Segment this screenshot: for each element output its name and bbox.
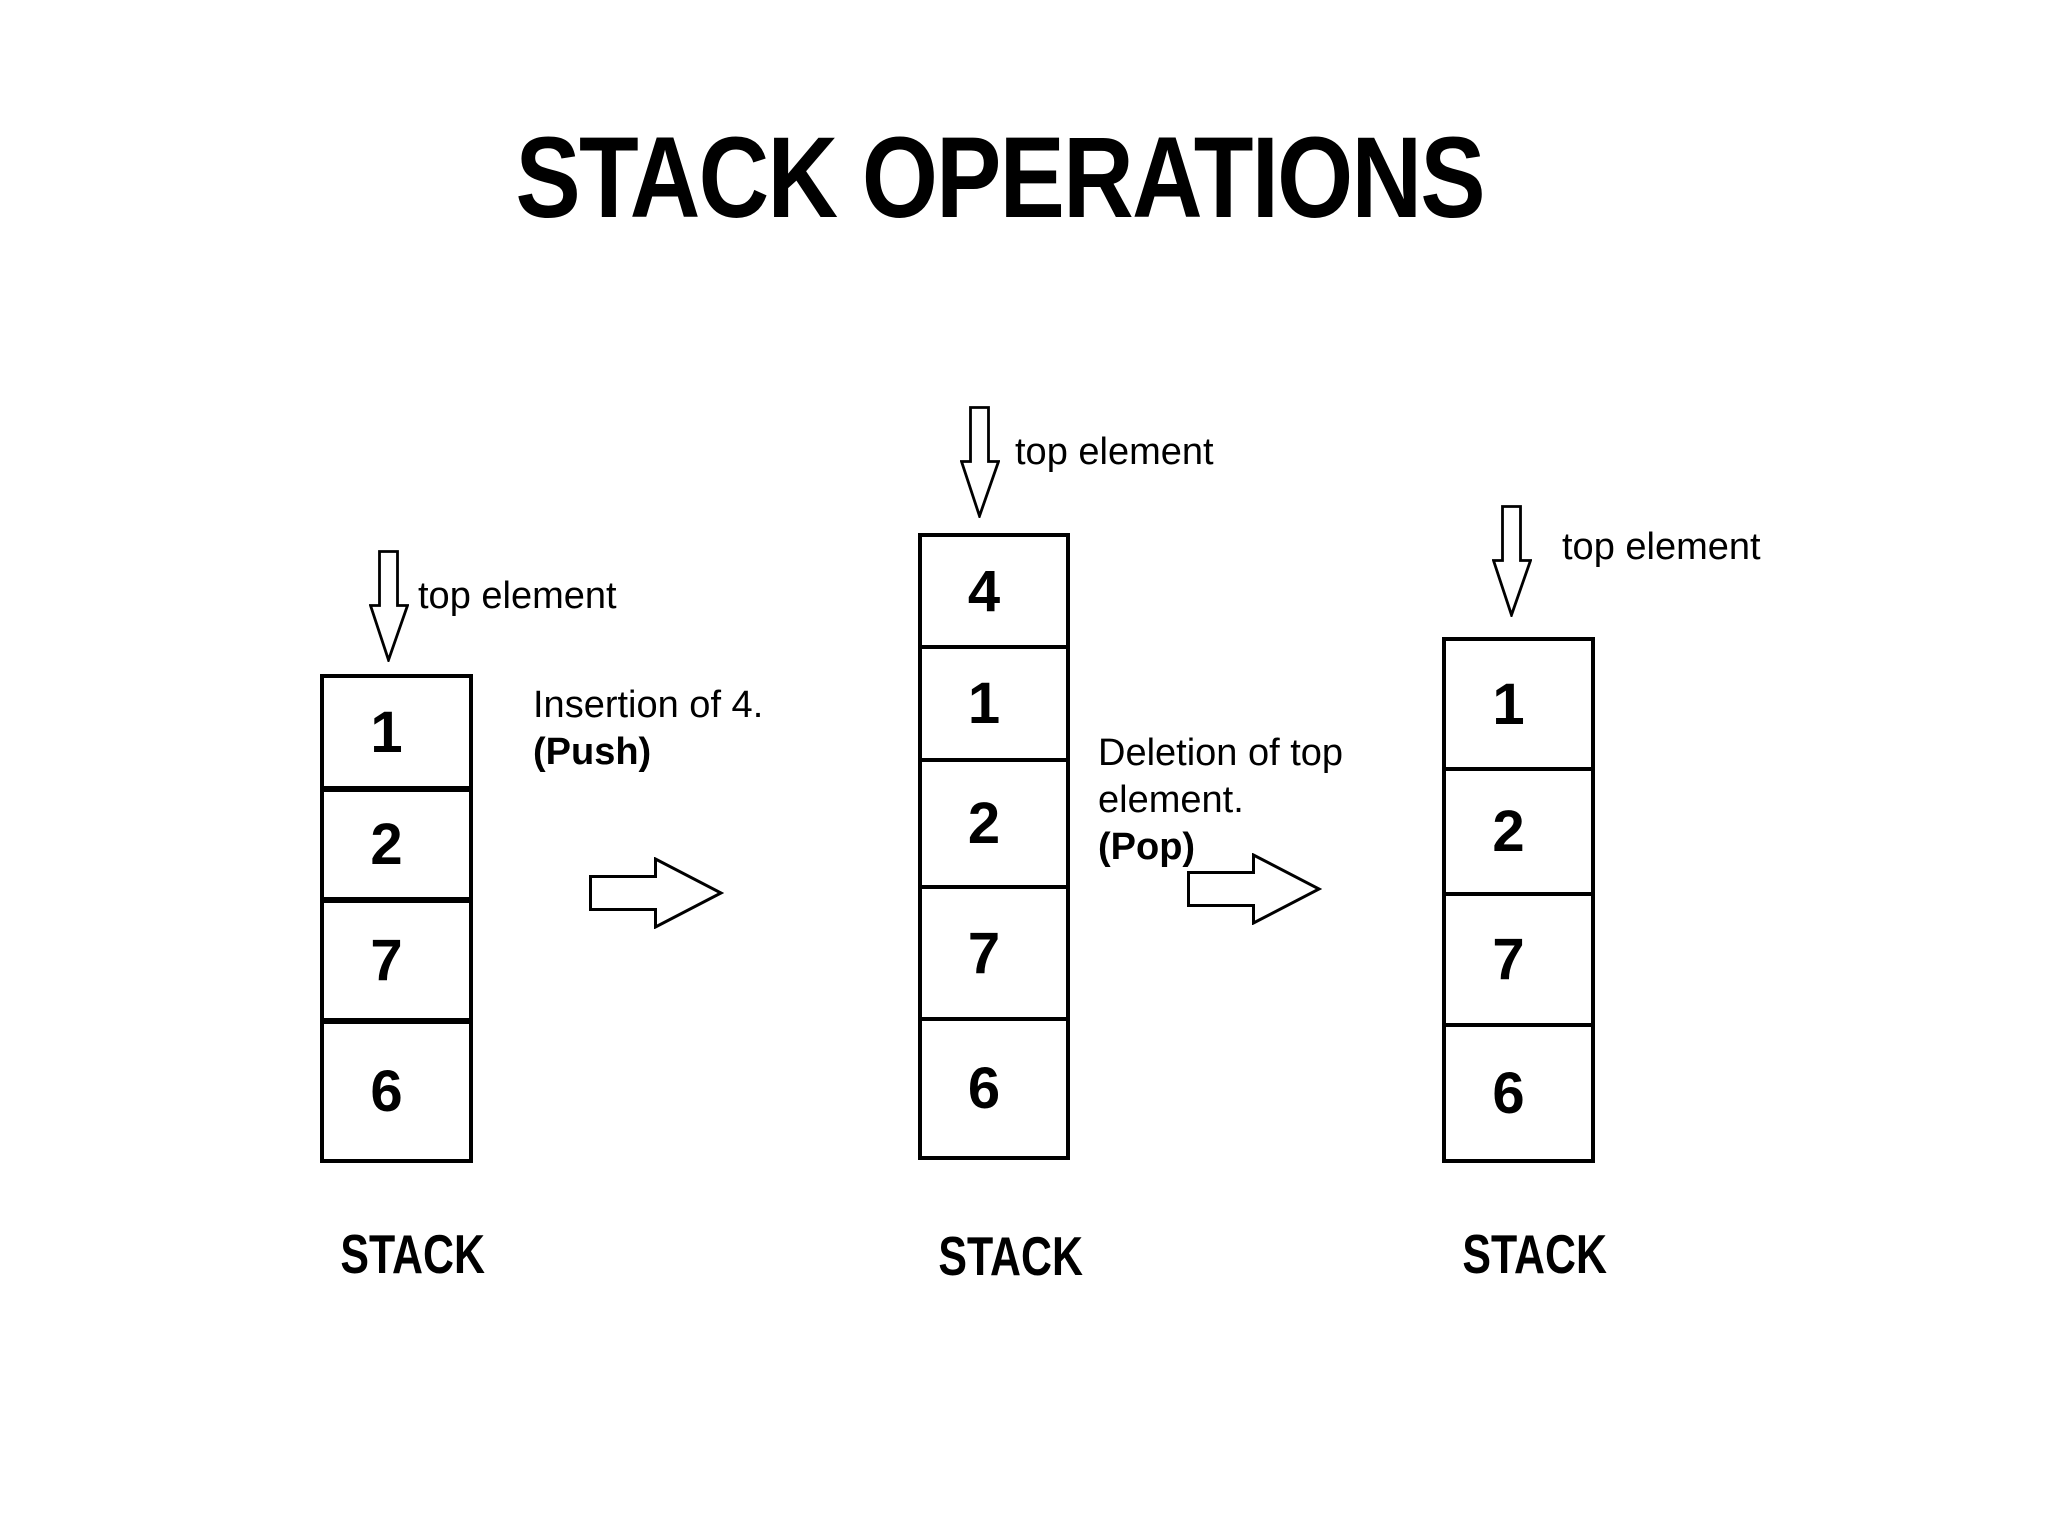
stack-cell: 6	[370, 1059, 403, 1124]
pop-text-line2: element.	[1098, 779, 1244, 821]
stack-cell: 1	[922, 649, 1066, 762]
push-text-line1: Insertion of 4.	[533, 684, 764, 726]
stack-box-after-pop: 1 2 7 6	[1442, 637, 1595, 1163]
top-element-label: top element	[1562, 526, 1761, 568]
top-element-label: top element	[418, 575, 617, 617]
stack-caption: STACK	[1462, 1223, 1607, 1285]
push-right-arrow-icon	[589, 857, 724, 929]
stack-cell: 4	[922, 537, 1066, 649]
stack-cell: 2	[1446, 771, 1591, 896]
stack-cell: 2	[922, 762, 1066, 889]
stack-cell: 7	[922, 889, 1066, 1021]
top-element-down-arrow-icon	[960, 406, 1000, 518]
stack-cell: 6	[967, 1056, 1001, 1121]
top-element-label: top element	[1015, 431, 1214, 473]
pop-right-arrow-icon	[1187, 853, 1322, 925]
stack-box-after-push: 4 1 2 7 6	[918, 533, 1070, 1160]
pop-text-line3: (Pop)	[1098, 826, 1196, 868]
top-element-down-arrow-icon	[369, 550, 409, 662]
stack-box-initial: 1 2 7 6	[320, 674, 473, 1163]
stack-cell: 7	[1446, 896, 1591, 1027]
push-text-line2: (Push)	[533, 731, 652, 773]
stack-caption: STACK	[340, 1223, 485, 1285]
stack-cell: 1	[1446, 641, 1591, 771]
pop-annotation: Deletion of top element. (Pop)	[1098, 730, 1343, 871]
stack-cell: 7	[324, 903, 469, 1024]
slide-title-text: STACK OPERATIONS	[515, 114, 1486, 242]
stack-cell: 1	[324, 678, 469, 792]
stack-cell: 6	[1492, 1060, 1525, 1126]
pop-text-line1: Deletion of top	[1098, 732, 1344, 774]
top-element-down-arrow-icon	[1492, 505, 1532, 617]
stack-caption: STACK	[938, 1225, 1083, 1287]
stack-cell: 2	[324, 792, 469, 903]
push-annotation: Insertion of 4. (Push)	[533, 682, 763, 776]
slide-title: STACK OPERATIONS	[0, 112, 2000, 244]
